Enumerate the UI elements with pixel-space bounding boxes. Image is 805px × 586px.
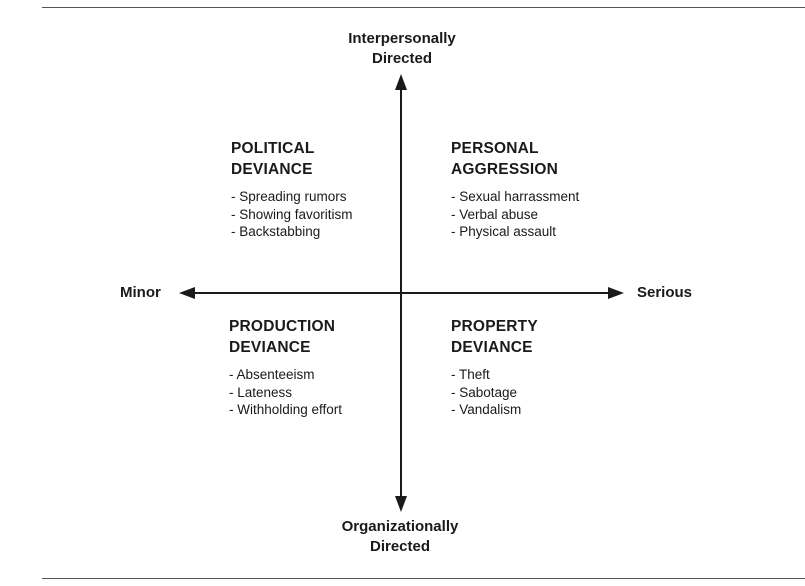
quadrant-production-deviance: PRODUCTION DEVIANCE - Absenteeism - Late… (229, 316, 342, 419)
list-item: - Lateness (229, 384, 293, 400)
arrow-right-icon (608, 287, 624, 299)
quadrant-title: PROPERTY DEVIANCE (451, 318, 538, 356)
axis-label-organizational: Organizationally Directed (341, 518, 459, 555)
list-item: - Sabotage (451, 384, 518, 400)
axis-label-minor: Minor (120, 284, 161, 301)
list-item: - Showing favoritism (231, 206, 353, 222)
list-item: - Sexual harrassment (451, 189, 580, 204)
quadrant-title: POLITICAL DEVIANCE (231, 140, 315, 178)
bottom-rule (42, 578, 805, 579)
quadrant-title: PERSONAL AGGRESSION (451, 140, 559, 178)
arrow-up-icon (395, 74, 407, 90)
list-item: - Spreading rumors (231, 189, 347, 204)
list-item: - Verbal abuse (451, 206, 539, 222)
arrow-down-icon (395, 496, 407, 512)
quadrant-personal-aggression: PERSONAL AGGRESSION - Sexual harrassment… (451, 138, 579, 241)
top-rule (42, 7, 805, 8)
quadrant-examples: - Spreading rumors - Showing favoritism … (231, 188, 353, 241)
axis-label-serious: Serious (637, 284, 693, 301)
quadrant-examples: - Sexual harrassment - Verbal abuse - Ph… (451, 188, 579, 241)
axis-label-interpersonal: Interpersonally Directed (348, 30, 456, 67)
quadrant-examples: - Absenteeism - Lateness - Withholding e… (229, 366, 342, 419)
quadrant-political-deviance: POLITICAL DEVIANCE - Spreading rumors - … (231, 138, 353, 241)
quadrant-examples: - Theft - Sabotage - Vandalism (451, 366, 538, 419)
list-item: - Backstabbing (231, 224, 321, 239)
arrow-left-icon (179, 287, 195, 299)
list-item: - Theft (451, 367, 490, 382)
list-item: - Physical assault (451, 224, 557, 239)
list-item: - Vandalism (451, 402, 522, 417)
list-item: - Absenteeism (229, 367, 315, 382)
quadrant-title: PRODUCTION DEVIANCE (229, 318, 336, 356)
quadrant-property-deviance: PROPERTY DEVIANCE - Theft - Sabotage - V… (451, 316, 538, 419)
list-item: - Withholding effort (229, 402, 343, 417)
